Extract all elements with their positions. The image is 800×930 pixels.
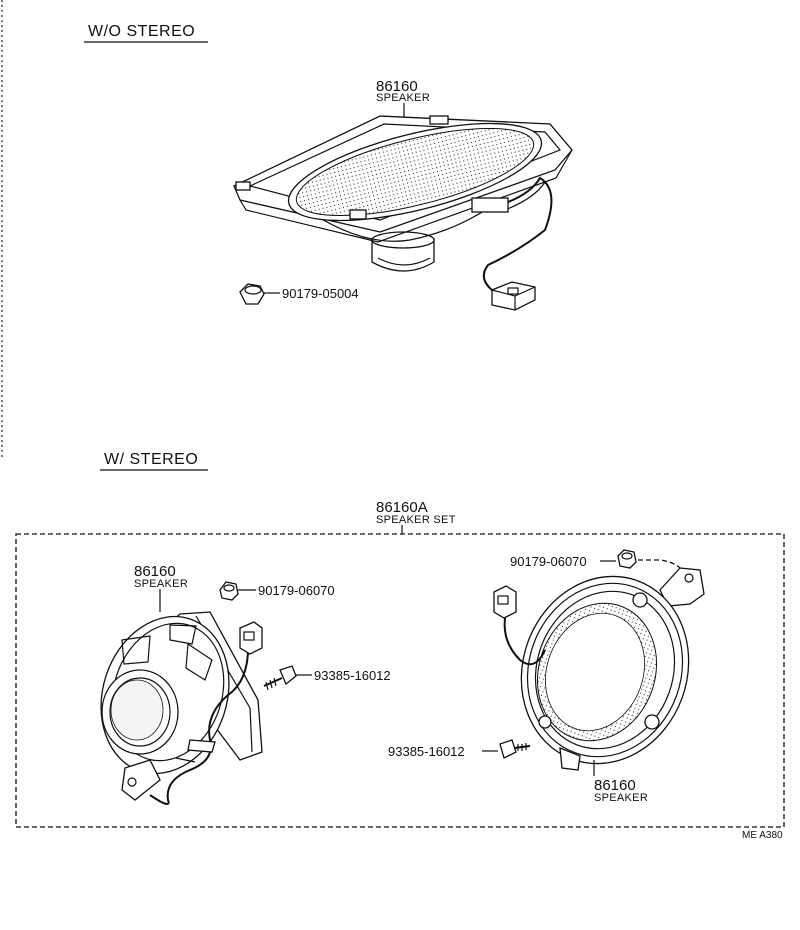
top-speaker-part-name: SPEAKER: [376, 92, 430, 104]
top-nut-part-number: 90179-05004: [282, 286, 359, 301]
section-title-without-stereo: W/O STEREO: [88, 23, 195, 40]
nut-icon: [219, 581, 239, 601]
top-speaker-part-number: 86160: [376, 78, 418, 95]
nut-icon: [617, 549, 637, 569]
left-speaker-part-number: 86160: [134, 563, 176, 580]
section-title-with-stereo: W/ STEREO: [104, 451, 198, 468]
left-screw-part-number: 93385-16012: [314, 668, 391, 683]
right-speaker-part-name: SPEAKER: [594, 792, 648, 804]
round-speaker-left-drawing: [100, 611, 263, 805]
speaker-set-part-number: 86160A: [376, 499, 428, 516]
nut-icon: [239, 283, 265, 305]
speaker-set-dashed-box: [15, 533, 785, 828]
screw-icon: [499, 739, 531, 759]
speaker-set-part-name: SPEAKER SET: [376, 514, 456, 526]
round-speaker-right-drawing: [493, 567, 705, 771]
right-speaker-part-number: 86160: [594, 777, 636, 794]
left-nut-part-number: 90179-06070: [258, 583, 335, 598]
right-screw-part-number: 93385-16012: [388, 744, 465, 759]
oval-speaker-drawing: [233, 115, 573, 311]
screw-icon: [263, 665, 297, 691]
right-nut-part-number: 90179-06070: [510, 554, 587, 569]
left-speaker-part-name: SPEAKER: [134, 578, 188, 590]
dashed-guide-line: [638, 559, 685, 573]
diagram-code: ME A380: [742, 830, 783, 841]
